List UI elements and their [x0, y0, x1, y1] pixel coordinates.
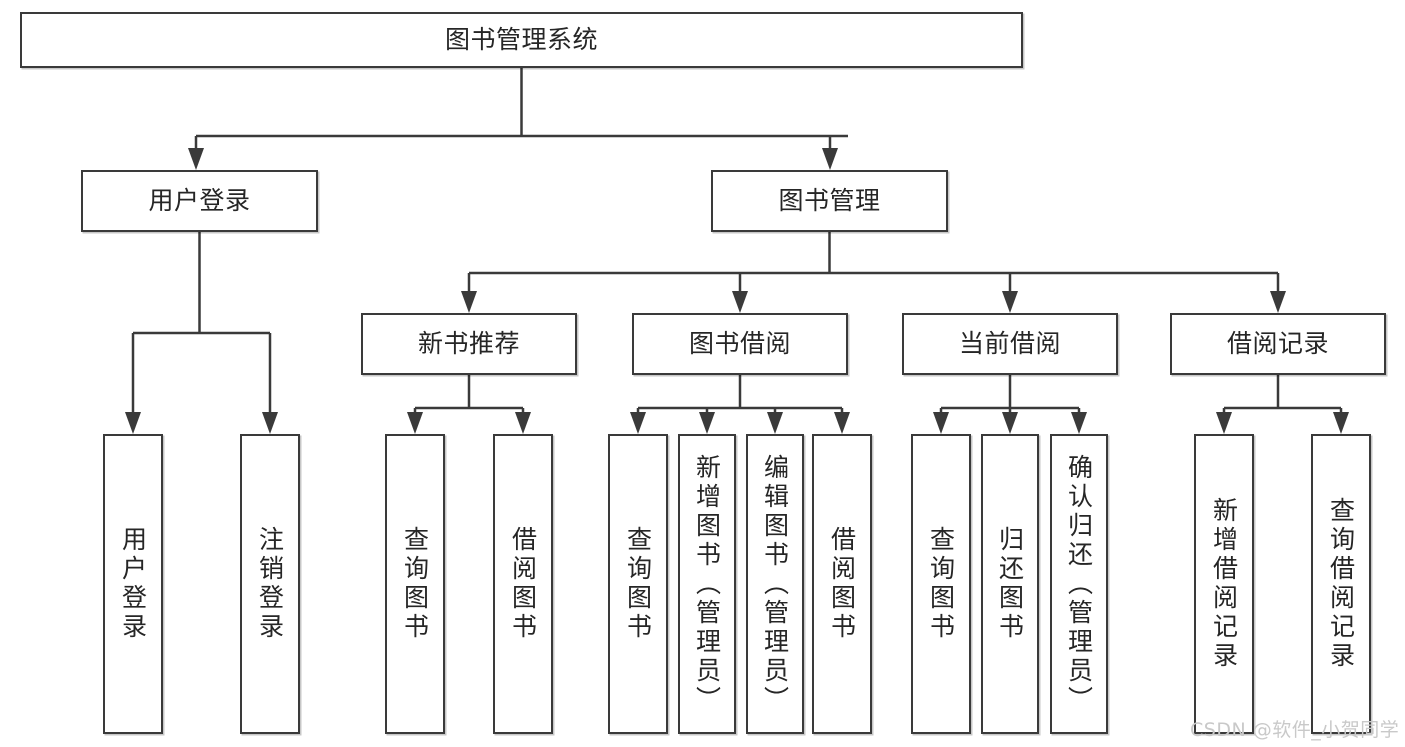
leaf-bb-query-book[interactable]: 查询图书 — [608, 434, 668, 734]
arrow-br-add — [1216, 412, 1232, 434]
arrow-cb-confirm — [1071, 412, 1087, 434]
leaf-bb-query-book-label: 查询图书 — [623, 526, 653, 642]
node-book-borrow[interactable]: 图书借阅 — [632, 313, 848, 375]
arrow-nb-borrow — [515, 412, 531, 434]
node-user-login[interactable]: 用户登录 — [81, 170, 318, 232]
node-user-login-label: 用户登录 — [148, 185, 251, 215]
leaf-nb-query-book[interactable]: 查询图书 — [385, 434, 445, 734]
node-book-management-label: 图书管理 — [778, 185, 881, 215]
arrow-leaf-logout — [262, 412, 278, 434]
leaf-bb-borrow-book[interactable]: 借阅图书 — [812, 434, 872, 734]
arrow-book-mgmt — [822, 148, 838, 170]
leaf-br-add-record[interactable]: 新增借阅记录 — [1194, 434, 1254, 734]
node-book-management[interactable]: 图书管理 — [711, 170, 948, 232]
node-root-label: 图书管理系统 — [444, 24, 598, 54]
leaf-br-query-record-label: 查询借阅记录 — [1326, 497, 1356, 671]
node-book-borrow-label: 图书借阅 — [688, 328, 791, 358]
leaf-br-query-record[interactable]: 查询借阅记录 — [1311, 434, 1371, 734]
arrow-new-book — [461, 291, 477, 313]
arrow-bb-borrow — [834, 412, 850, 434]
arrow-current-borrow — [1002, 291, 1018, 313]
arrow-book-borrow — [732, 291, 748, 313]
leaf-cb-return-book-label: 归还图书 — [995, 526, 1025, 642]
arrow-br-query — [1333, 412, 1349, 434]
arrow-user-login — [188, 148, 204, 170]
leaf-nb-borrow-book-label: 借阅图书 — [508, 526, 538, 642]
leaf-user-login[interactable]: 用户登录 — [103, 434, 163, 734]
arrow-nb-query — [407, 412, 423, 434]
leaf-cb-query-book[interactable]: 查询图书 — [911, 434, 971, 734]
leaf-cb-confirm-return-label: 确认归还（管理员） — [1064, 453, 1094, 715]
leaf-bb-edit-book-label: 编辑图书（管理员） — [760, 453, 790, 715]
leaf-bb-add-book-label: 新增图书（管理员） — [692, 453, 722, 715]
arrow-bb-add — [699, 412, 715, 434]
node-current-borrow-label: 当前借阅 — [958, 328, 1061, 358]
arrow-cb-return — [1002, 412, 1018, 434]
leaf-nb-query-book-label: 查询图书 — [400, 526, 430, 642]
leaf-nb-borrow-book[interactable]: 借阅图书 — [493, 434, 553, 734]
node-root-system[interactable]: 图书管理系统 — [20, 12, 1023, 68]
leaf-user-login-label: 用户登录 — [118, 526, 148, 642]
arrow-leaf-user-login — [125, 412, 141, 434]
leaf-cb-confirm-return[interactable]: 确认归还（管理员） — [1050, 434, 1108, 734]
arrow-bb-edit — [767, 412, 783, 434]
arrow-cb-query — [933, 412, 949, 434]
node-current-borrow[interactable]: 当前借阅 — [902, 313, 1118, 375]
leaf-bb-borrow-book-label: 借阅图书 — [827, 526, 857, 642]
leaf-logout[interactable]: 注销登录 — [240, 434, 300, 734]
arrow-borrow-record — [1270, 291, 1286, 313]
node-borrow-record[interactable]: 借阅记录 — [1170, 313, 1386, 375]
leaf-br-add-record-label: 新增借阅记录 — [1209, 497, 1239, 671]
leaf-cb-return-book[interactable]: 归还图书 — [981, 434, 1039, 734]
leaf-cb-query-book-label: 查询图书 — [926, 526, 956, 642]
leaf-bb-add-book[interactable]: 新增图书（管理员） — [678, 434, 736, 734]
leaf-bb-edit-book[interactable]: 编辑图书（管理员） — [746, 434, 804, 734]
leaf-logout-label: 注销登录 — [255, 526, 285, 642]
node-borrow-record-label: 借阅记录 — [1226, 328, 1329, 358]
arrow-bb-query — [630, 412, 646, 434]
node-new-book-recommend-label: 新书推荐 — [417, 328, 520, 358]
node-new-book-recommend[interactable]: 新书推荐 — [361, 313, 577, 375]
